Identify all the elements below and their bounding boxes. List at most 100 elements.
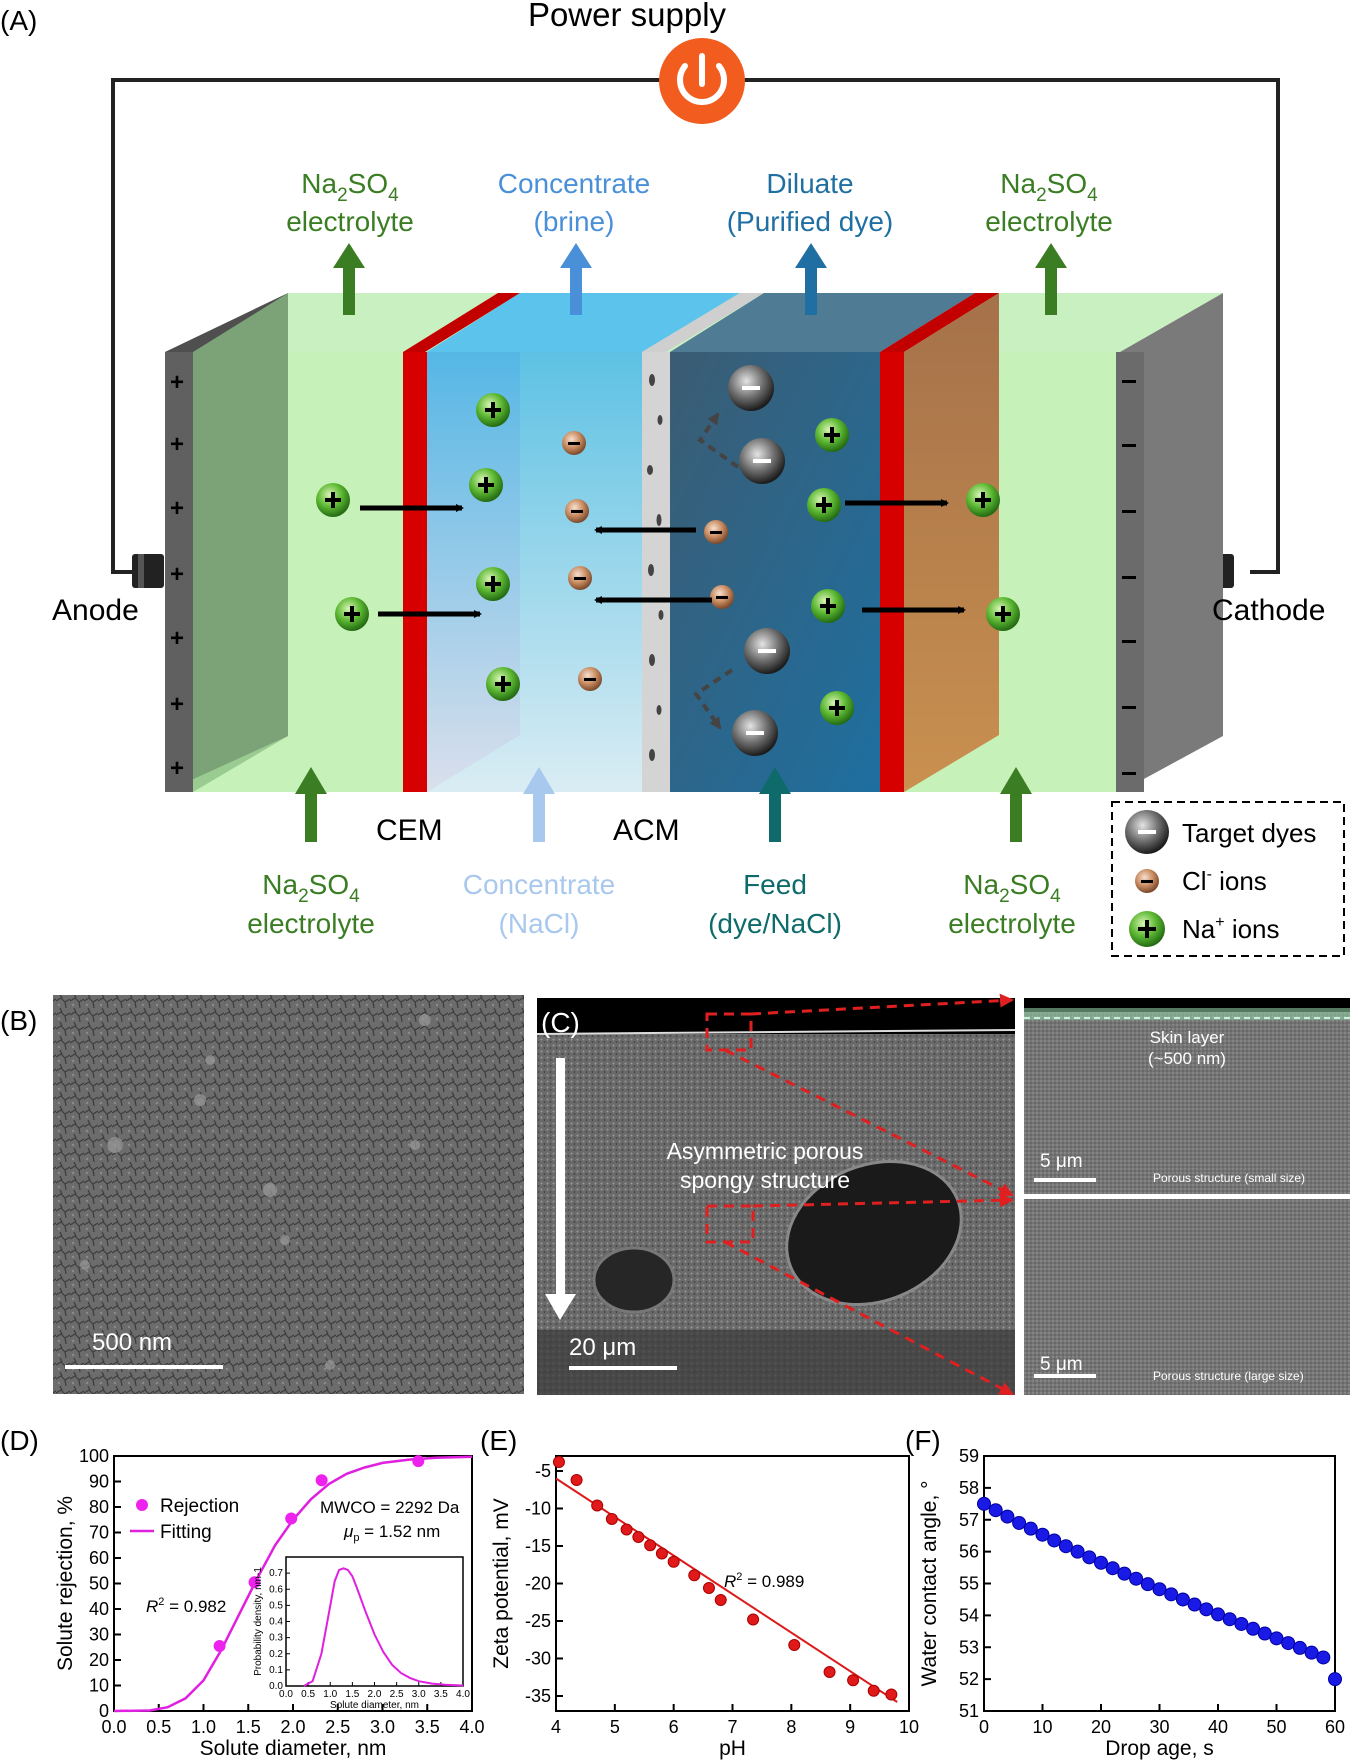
sodium-ion-icon	[486, 667, 520, 701]
porous-large-label: Porous structure (large size)	[1153, 1369, 1304, 1383]
contact-angle-point	[1058, 1539, 1073, 1554]
contact-angle-point	[988, 1503, 1003, 1518]
x-tick-label: 0	[979, 1717, 989, 1737]
acm-membrane[interactable]	[642, 352, 670, 792]
y-axis-label: Solute rejection, %	[54, 1496, 77, 1671]
y-tick-label: -30	[525, 1649, 551, 1669]
zeta-point	[655, 1547, 668, 1560]
plus-bar	[501, 676, 505, 692]
inset-x-tick-label: 2.0	[368, 1689, 382, 1700]
inset-y-tick-label: 0.7	[269, 1568, 283, 1579]
rejection-point	[412, 1455, 425, 1468]
zeta-point	[620, 1523, 633, 1536]
diluate-top	[670, 293, 975, 352]
zeta-point	[747, 1613, 760, 1626]
x-tick-label: 8	[786, 1717, 796, 1737]
contact-angle-point	[1211, 1607, 1225, 1622]
contact-angle-point	[1105, 1561, 1120, 1576]
anode-plus-signs: ++++ +++	[170, 369, 184, 782]
minus-bar	[574, 577, 586, 580]
rejection-point	[248, 1576, 261, 1589]
contact-angle-point	[1023, 1521, 1038, 1536]
y-tick-label: 30	[89, 1625, 109, 1645]
chloride-ion-icon	[568, 566, 592, 590]
sodium-ion-icon	[815, 418, 849, 452]
feed-sub: (dye/NaCl)	[708, 908, 842, 939]
scale-bar-b	[65, 1365, 223, 1369]
legend-cl-ions: Cl- ions	[1182, 866, 1267, 896]
y-tick-label: -5	[535, 1461, 551, 1481]
diluate-out-label: Diluate	[766, 168, 853, 199]
inset-x-tick-label: 3.5	[434, 1689, 448, 1700]
inset-y-tick-label: 0.1	[269, 1665, 283, 1676]
contact-angle-point	[977, 1496, 991, 1511]
x-axis-label: Drop age, s	[1105, 1737, 1214, 1760]
y-tick-label: -15	[525, 1536, 551, 1556]
x-tick-label: 30	[1149, 1717, 1169, 1737]
bottom-left-electrolyte-label: electrolyte	[247, 908, 375, 939]
panel-d-label: (D)	[0, 1425, 39, 1456]
svg-text:+: +	[170, 561, 184, 588]
bottom-right-electrolyte-label: electrolyte	[948, 908, 1076, 939]
x-tick-label: 0.5	[146, 1717, 171, 1737]
power-button-icon[interactable]	[659, 38, 745, 124]
sodium-ion-icon	[335, 597, 369, 631]
top-right-electrolyte-label: electrolyte	[985, 206, 1113, 237]
cathode-plate-face	[1120, 293, 1223, 792]
cathode-minus-signs	[1122, 380, 1136, 775]
x-tick-label: 20	[1091, 1717, 1111, 1737]
sodium-ion-icon	[807, 488, 841, 522]
y-tick-label: 50	[89, 1574, 109, 1594]
zoom-indicators	[705, 993, 1014, 1396]
cem-top	[403, 293, 520, 352]
svg-text:+: +	[170, 691, 184, 718]
svg-text:+: +	[170, 369, 184, 396]
power-supply-label: Power supply	[528, 0, 727, 33]
sodium-ion-icon	[1129, 911, 1165, 947]
x-tick-label: 60	[1325, 1717, 1345, 1737]
y-axis-label: Water contact angle, °	[918, 1480, 941, 1686]
contact-angle-point	[1129, 1571, 1144, 1586]
contact-angle-point	[1246, 1621, 1261, 1636]
sem-cross-section-bottom	[537, 1330, 1015, 1395]
y-tick-label: 59	[959, 1446, 979, 1466]
cem-membrane[interactable]	[403, 352, 427, 792]
r2-annotation: R2 = 0.989	[724, 1571, 804, 1591]
panel-f-label: (F)	[905, 1425, 941, 1456]
contact-angle-point	[1164, 1587, 1179, 1602]
scale-text-b: 500 nm	[92, 1329, 172, 1356]
zeta-point	[605, 1513, 618, 1525]
minus-bar	[571, 510, 583, 513]
contact-angle-point	[1035, 1527, 1050, 1542]
plus-bar	[830, 427, 834, 443]
y-tick-label: 20	[89, 1650, 109, 1670]
panel-a: (A) Power supply	[0, 0, 1345, 957]
feed-label: Feed	[743, 869, 807, 900]
plus-bar	[981, 492, 985, 508]
x-tick-label: 1.5	[236, 1717, 261, 1737]
zeta-point	[552, 1456, 565, 1468]
x-tick-label: 7	[727, 1717, 737, 1737]
cem2-membrane[interactable]	[880, 352, 904, 792]
plus-bar	[350, 606, 354, 622]
plus-bar	[835, 700, 839, 716]
plus-bar	[331, 492, 335, 508]
macrovoid-small	[592, 1246, 676, 1314]
y-tick-label: -10	[525, 1499, 551, 1519]
x-tick-label: 10	[899, 1717, 919, 1737]
top-right-electrolyte-formula: Na2SO4	[1000, 168, 1098, 206]
contact-angle-point	[1199, 1602, 1214, 1617]
chloride-ion-icon	[1135, 869, 1159, 893]
panel-e-label: (E)	[480, 1425, 517, 1456]
cem2-face	[904, 293, 999, 792]
legend-fitting-label: Fitting	[160, 1522, 212, 1543]
contact-angle-point	[1175, 1592, 1190, 1607]
contact-angle-point	[1328, 1672, 1342, 1687]
minus-bar	[753, 459, 771, 463]
panel-c-label: (C)	[541, 1007, 580, 1038]
zeta-point	[867, 1684, 880, 1697]
chloride-ion-icon	[578, 667, 602, 691]
zeta-point	[702, 1582, 715, 1594]
top-left-electrolyte-formula: Na2SO4	[301, 168, 399, 206]
